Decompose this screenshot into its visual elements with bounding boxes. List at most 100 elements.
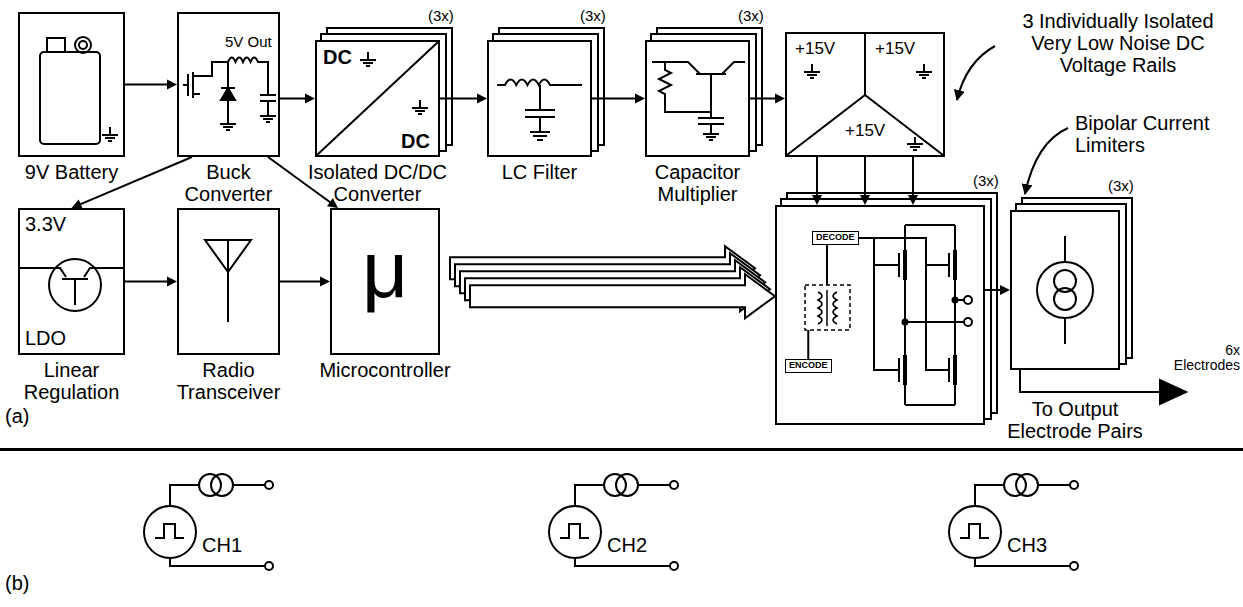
stimulus-sources	[1016, 474, 1038, 496]
multiplicity-note: (3x)	[738, 8, 764, 25]
flow-arrow	[280, 98, 307, 100]
battery-box: 9V Battery	[18, 12, 125, 157]
flow-arrow	[985, 289, 1002, 291]
multiplicity-note: (3x)	[428, 8, 454, 25]
block-caption: LC Filter	[480, 161, 600, 183]
block-text: 5V Out	[225, 34, 272, 51]
decode-box: DECODE	[812, 231, 859, 245]
flow-arrow	[320, 277, 330, 287]
stimulus-sources	[616, 474, 638, 496]
stimulus-sources	[144, 474, 1078, 570]
battery-icon	[75, 37, 91, 53]
block-caption: 9V Battery	[2, 161, 142, 183]
flow-arrow	[750, 98, 777, 100]
h-bridge-box: (3x)DECODEENCODE	[775, 205, 985, 425]
h-bridge-circuit	[964, 296, 972, 304]
h-bridge-circuit	[933, 358, 949, 382]
stimulus-sources	[265, 562, 273, 570]
leader-lines	[957, 46, 1068, 194]
electrode-output	[1160, 380, 1186, 404]
flow-arrow	[125, 281, 169, 283]
stacked-copies	[1010, 210, 1120, 370]
buck-converter-box: 5V OutBuck Converter	[177, 12, 280, 157]
h-bridge-circuit	[905, 225, 955, 405]
isolated-converter-icon	[317, 42, 438, 155]
electrode-output	[1020, 370, 1160, 392]
block-text: DECODE	[816, 233, 855, 243]
h-bridge-circuit	[818, 290, 837, 326]
rail-divider	[804, 64, 820, 78]
stimulus-sources	[670, 562, 678, 570]
circuit-icons	[20, 32, 1186, 570]
flow-arrow	[167, 277, 177, 287]
microcontroller-box: μMicrocontroller	[330, 208, 440, 355]
flow-arrow	[280, 94, 315, 104]
h-bridge-circuit	[953, 355, 957, 385]
lc-filter-box: (3x)LC Filter	[487, 40, 592, 157]
stimulus-sources	[1070, 562, 1078, 570]
rail-divider	[916, 64, 932, 78]
h-bridge-circuit	[953, 250, 957, 280]
stimulus-sources	[560, 524, 589, 538]
ldo-box: 3.3VLDOLinear Regulation	[18, 208, 125, 355]
stimulus-sources	[949, 506, 1001, 558]
rail-divider	[787, 32, 943, 155]
antenna-icon	[205, 240, 251, 322]
dcdc-converter-box: (3x)DCDCIsolated DC/DC Converter	[315, 40, 440, 157]
rail-divider	[787, 32, 943, 155]
flow-arrow	[1000, 285, 1010, 295]
multiplicity-note: (3x)	[973, 173, 999, 190]
h-bridge-circuit	[859, 238, 933, 370]
output-note: 6x Electrodes	[1165, 343, 1240, 374]
flow-arrow	[750, 94, 785, 104]
current-limiter-box: (3x)	[1010, 210, 1120, 370]
flow-arrow	[912, 157, 914, 197]
buck-converter-icon	[183, 62, 228, 98]
encode-box: ENCODE	[785, 359, 832, 373]
flow-arrow	[440, 94, 487, 104]
block-text: DC	[401, 130, 430, 152]
flow-arrow	[592, 98, 637, 100]
stimulus-sources	[211, 474, 233, 496]
current-source-icon	[1064, 236, 1066, 344]
flow-arrow	[985, 285, 1010, 295]
flow-arrow	[860, 195, 870, 205]
stimulus-sources	[975, 485, 1070, 566]
current-source-icon	[1037, 236, 1093, 344]
block-caption: Isolated DC/DC Converter	[303, 161, 453, 205]
block-text: 3.3V	[25, 213, 66, 235]
channel-name: CH2	[607, 534, 647, 556]
block-caption: Linear Regulation	[12, 359, 132, 403]
isolated-converter-icon	[317, 42, 438, 155]
isolated-converter-icon	[360, 52, 376, 66]
multiplicity-note: (3x)	[1108, 178, 1134, 195]
block-text: DC	[323, 46, 352, 68]
current-source-icon	[1054, 288, 1076, 310]
panel-letter: (b)	[5, 572, 29, 594]
flow-arrow	[592, 94, 645, 104]
battery-icon	[79, 41, 87, 49]
flow-arrow	[125, 84, 169, 86]
flow-arrow	[635, 94, 645, 104]
stimulus-sources	[144, 506, 196, 558]
block-text: +15V	[795, 40, 835, 59]
stimulus-sources	[670, 481, 678, 489]
block-caption: Capacitor Multiplier	[638, 161, 758, 205]
h-bridge-circuit	[807, 330, 809, 359]
lc-filter-icon	[497, 80, 582, 141]
block-text: +15V	[845, 122, 885, 141]
block-caption: Radio Transceiver	[164, 359, 294, 403]
flow-arrow	[470, 274, 775, 318]
stacked-copies	[645, 40, 750, 157]
stacked-copies	[775, 205, 985, 425]
capacitor-multiplier-icon	[698, 74, 724, 140]
block-caption: Microcontroller	[300, 359, 470, 381]
h-bridge-circuit	[903, 355, 907, 385]
channel-name: CH3	[1007, 534, 1047, 556]
stimulus-sources	[1070, 481, 1078, 489]
stimulus-sources	[549, 506, 601, 558]
flow-arrow	[775, 94, 785, 104]
channel-name: CH1	[202, 534, 242, 556]
flow-arrow	[812, 157, 822, 205]
